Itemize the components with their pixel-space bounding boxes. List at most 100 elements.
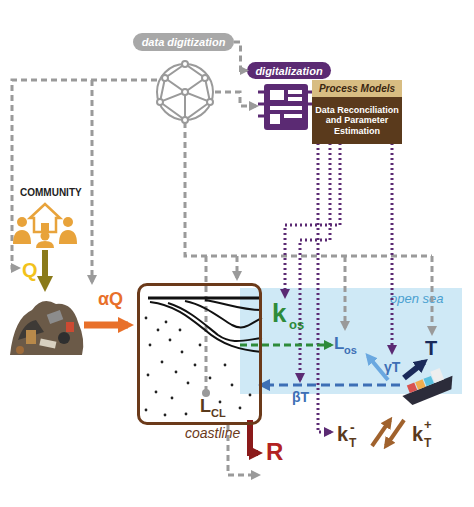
rate-superscript: - [350,420,355,434]
flow-symbol: R [266,440,283,464]
data-flow-dashed-lines [12,80,432,475]
stock-subscript: os [344,345,357,356]
waste-pile-illustration [26,330,36,344]
rate-subscript: T [424,437,431,449]
sand-dots [145,409,148,412]
digital-chip-icon [258,92,312,116]
waste-pile-illustration [10,301,83,355]
rate-symbol: k [412,424,423,444]
stock-symbol: L [334,335,344,352]
community-icon [13,204,77,248]
node-caption: coastline [185,425,240,441]
community-icon [59,230,77,244]
network-icon [162,75,168,81]
network-icon [182,89,188,95]
sand-dots [185,413,188,416]
network-icon [182,61,188,67]
network-icon [157,99,163,105]
data-flow-connector [234,42,247,71]
sand-dots [199,344,202,347]
data-flow-dashed-lines [12,80,157,268]
sand-dots [155,391,158,394]
waste-pile-illustration [10,301,83,355]
digital-chip-icon [270,90,284,100]
sand-dots [224,364,227,367]
waste-pile-illustration [47,310,64,324]
digital-chip-icon [288,90,302,94]
coastline-box: coastline [137,283,262,425]
network-icon [157,64,213,120]
stock-symbol: L [200,397,211,415]
flow-symbol: Q [22,260,38,280]
network-icon [182,117,188,123]
digital-chip-icon [258,84,312,130]
flow-symbol: γT [384,360,400,374]
data-flow-dashed-lines [236,256,239,278]
community-icon [36,241,54,248]
data-flow-dashed-lines [215,92,256,106]
digital-chip-icon [270,114,280,124]
network-icon [207,99,213,105]
waste-pile-illustration [66,322,74,332]
node-title: digitalization [255,65,322,77]
digital-chip-icon [288,97,302,101]
waste-generation-arrow [42,250,48,286]
sand-dots [145,317,252,417]
node-title: data digitization [142,36,226,48]
waste-pile-illustration [16,346,24,354]
community-icon [17,217,27,227]
flow-symbol: βT [292,390,309,404]
flow-symbol: αQ [98,290,123,308]
waste-pile-illustration [18,320,44,340]
stock-subscript: CL [211,408,226,419]
exchange-arrow [372,420,390,446]
digitization-pill: data digitization [133,33,234,51]
node-caption: open sea [390,291,444,306]
sand-dots [149,344,152,347]
data-flow-dashed-lines [205,256,208,390]
rate-subscript: os [289,318,304,331]
waste-to-coast-arrow [84,322,128,329]
sand-dots [175,371,178,374]
waste-pile-illustration [58,332,70,344]
sand-dots [147,374,150,377]
network-icon [160,64,210,120]
exchange-arrow [386,420,404,446]
group-name: COMMUNITY [20,188,82,198]
data-flow-dashed-lines [91,80,94,282]
community-icon [13,230,31,244]
community-icon [41,232,50,241]
community-icon [63,217,73,227]
model-dotted-lines [285,143,340,296]
sand-dots [161,361,164,364]
sand-dots [239,407,242,410]
node-body: Data Reconciliation and Parameter Estima… [312,97,402,144]
sand-dots [164,414,167,417]
sand-dots [181,351,184,354]
digital-chip-icon [264,84,308,130]
sand-dots [179,329,182,332]
sand-dots [194,364,197,367]
digital-chip-icon [270,106,302,110]
sand-dots [145,317,148,320]
rate-subscript: T [349,437,356,449]
sand-dots [219,401,222,404]
waste-pile-illustration [39,338,56,348]
sand-dots [209,377,212,380]
rate-symbol: k [272,300,286,326]
process-model-box: Process ModelsData Reconciliation and Pa… [312,80,402,144]
community-icon [41,223,49,232]
community-icon [30,204,60,232]
network-icon [202,75,208,81]
network-icon [157,61,213,123]
sand-dots [249,394,252,397]
sand-dots [165,321,168,324]
measurement-dot [202,389,210,397]
rate-symbol: k [337,424,348,444]
sand-dots [171,397,174,400]
sand-dots [187,382,190,385]
digitalization-pill: digitalization [247,62,331,79]
sand-dots [231,384,234,387]
node-heading: Process Models [312,80,402,97]
